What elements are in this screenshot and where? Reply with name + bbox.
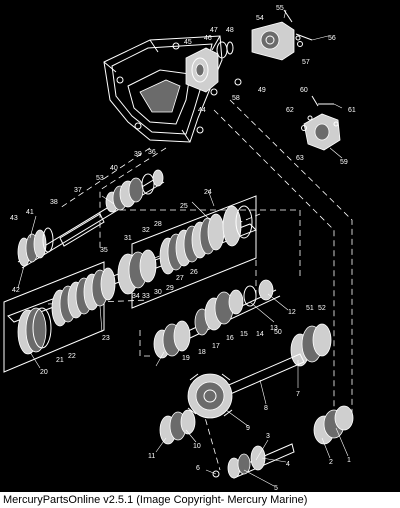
callout-17: 17: [212, 343, 220, 350]
callout-12: 12: [288, 309, 296, 316]
callout-52: 52: [318, 305, 326, 312]
callout-43: 43: [10, 215, 18, 222]
callout-20: 20: [40, 369, 48, 376]
callout-59: 59: [340, 159, 348, 166]
callout-44: 44: [198, 107, 206, 114]
callout-49: 49: [258, 87, 266, 94]
flange-plate: [301, 95, 341, 151]
callout-27: 27: [176, 275, 184, 282]
callout-21: 21: [56, 357, 64, 364]
callout-8: 8: [264, 405, 268, 412]
leader-lines: [17, 9, 349, 487]
callout-15: 15: [240, 331, 248, 338]
bottom-shaft-group: [212, 405, 354, 479]
callout-22: 22: [68, 353, 76, 360]
callout-1: 1: [347, 457, 351, 464]
callout-58: 58: [232, 95, 240, 102]
callout-23: 23: [102, 335, 110, 342]
copyright-footer: MercuryPartsOnline v2.5.1 (Image Copyrig…: [0, 492, 400, 508]
callout-45: 45: [184, 39, 192, 46]
callout-13: 13: [270, 325, 278, 332]
callout-4: 4: [286, 461, 290, 468]
callout-50: 50: [274, 329, 282, 336]
callout-10: 10: [193, 443, 201, 450]
callout-3: 3: [266, 433, 270, 440]
clutch-pack-group: [3, 195, 257, 373]
transmission-housing: [103, 35, 223, 143]
callout-30: 30: [154, 289, 162, 296]
callout-41: 41: [26, 209, 34, 216]
callout-47: 47: [210, 27, 218, 34]
callout-40: 40: [110, 165, 118, 172]
callout-numbers: 1 2 3 4 5 6 7 8 9 10 11 12 13 14 15 16 1…: [10, 5, 356, 492]
callout-39: 39: [134, 151, 142, 158]
cover-assembly: [185, 9, 313, 96]
callout-36: 36: [148, 149, 156, 156]
callout-2: 2: [329, 459, 333, 466]
callout-7: 7: [296, 391, 300, 398]
callout-19: 19: [182, 355, 190, 362]
callout-32: 32: [142, 227, 150, 234]
callout-61: 61: [348, 107, 356, 114]
callout-9: 9: [246, 425, 250, 432]
callout-42: 42: [12, 287, 20, 294]
callout-57: 57: [302, 59, 310, 66]
callout-29: 29: [166, 285, 174, 292]
callout-38: 38: [50, 199, 58, 206]
callout-14: 14: [256, 331, 264, 338]
lower-shaft-group: [153, 279, 332, 367]
output-shaft-group: [159, 353, 305, 445]
callout-5: 5: [274, 485, 278, 492]
callout-48: 48: [226, 27, 234, 34]
callout-33: 33: [142, 293, 150, 300]
callout-53: 53: [96, 175, 104, 182]
callout-24: 24: [204, 189, 212, 196]
callout-31: 31: [124, 235, 132, 242]
callout-46: 46: [204, 35, 212, 42]
callout-11: 11: [148, 453, 155, 460]
callout-60: 60: [300, 87, 308, 94]
callout-16: 16: [226, 335, 234, 342]
callout-54: 54: [256, 15, 264, 22]
callout-63: 63: [296, 155, 304, 162]
callout-26: 26: [190, 269, 198, 276]
upper-shaft-group: [17, 169, 165, 269]
callout-34: 34: [132, 293, 140, 300]
callout-25: 25: [180, 203, 188, 210]
callout-51: 51: [306, 305, 314, 312]
callout-28: 28: [154, 221, 162, 228]
callout-62: 62: [286, 107, 294, 114]
callout-6: 6: [196, 465, 200, 472]
callout-35: 35: [100, 247, 108, 254]
callout-18: 18: [198, 349, 206, 356]
callout-37: 37: [74, 187, 82, 194]
callout-56: 56: [328, 35, 336, 42]
callout-55: 55: [276, 5, 284, 12]
